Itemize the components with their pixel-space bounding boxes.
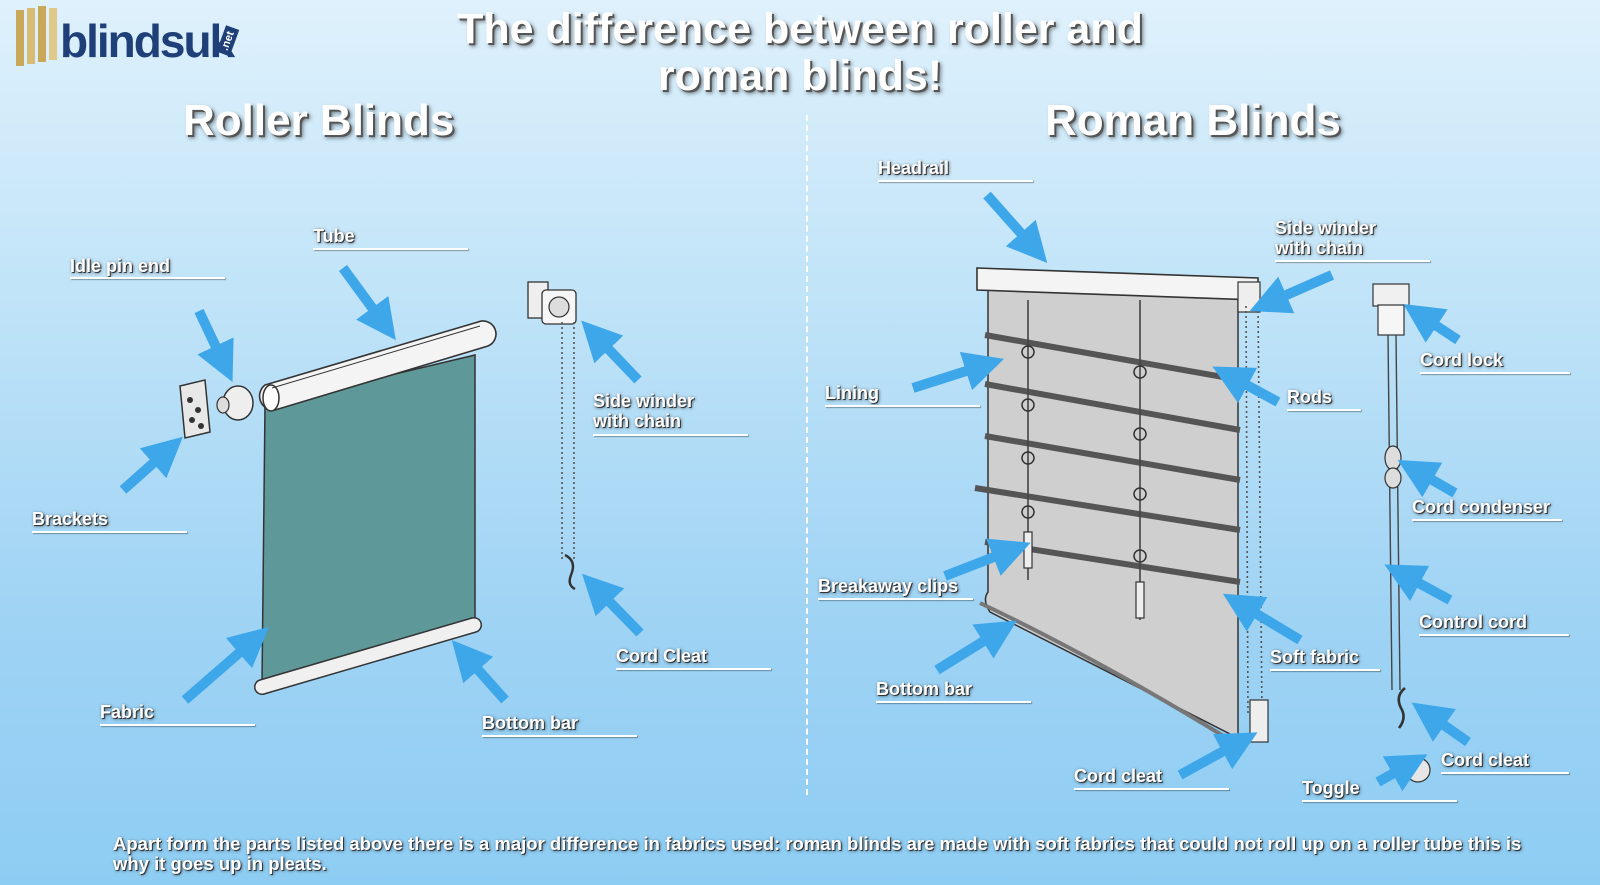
section-divider bbox=[806, 115, 808, 795]
label-lining: Lining bbox=[825, 383, 879, 403]
label-roller-side-winder: Side winder with chain bbox=[593, 391, 695, 431]
label-roller-cord-cleat: Cord Cleat bbox=[616, 646, 708, 666]
roman-fabric bbox=[984, 289, 1239, 740]
label-soft-fabric: Soft fabric bbox=[1270, 647, 1360, 667]
roller-bottom-bar bbox=[254, 616, 482, 696]
roller-arrows bbox=[119, 265, 644, 704]
title-line-1: The difference between roller and bbox=[457, 5, 1143, 53]
label-idle-pin-end: Idle pin end bbox=[70, 256, 171, 276]
label-cord-condenser: Cord condenser bbox=[1412, 497, 1551, 517]
cord-condenser-icon bbox=[1384, 445, 1402, 471]
cord-lock-icon bbox=[1372, 283, 1410, 307]
roman-blind-drawing bbox=[974, 267, 1431, 783]
page-title: The difference between roller and roman … bbox=[380, 6, 1220, 100]
label-cord-lock: Cord lock bbox=[1420, 350, 1504, 370]
roman-heading: Roman Blinds bbox=[1045, 96, 1341, 145]
label-control-cord: Control cord bbox=[1419, 612, 1527, 632]
label-toggle: Toggle bbox=[1302, 778, 1360, 798]
label-control-cord-cleat: Cord cleat bbox=[1441, 750, 1530, 770]
label-fabric: Fabric bbox=[100, 702, 155, 722]
chain bbox=[561, 322, 575, 560]
logo-text: blindsuk bbox=[60, 15, 235, 67]
title-line-2: roman blinds! bbox=[657, 52, 943, 100]
label-roller-bottom-bar: Bottom bar bbox=[482, 713, 578, 733]
footer-note: Apart form the parts listed above there … bbox=[113, 833, 1522, 874]
label-roman-side-winder: Side winder with chain bbox=[1275, 218, 1377, 258]
roman-arrows bbox=[911, 191, 1471, 792]
toggle-icon bbox=[1405, 757, 1431, 783]
roman-cord-cleat-icon bbox=[1249, 699, 1269, 743]
roller-heading: Roller Blinds bbox=[183, 96, 455, 145]
label-roman-bottom-bar: Bottom bar bbox=[876, 679, 972, 699]
roller-blind-drawing bbox=[179, 281, 577, 696]
label-headrail: Headrail bbox=[878, 158, 950, 178]
label-roman-cord-cleat: Cord cleat bbox=[1074, 766, 1163, 786]
control-cord-cleat-icon bbox=[1397, 686, 1406, 729]
cord-cleat-icon bbox=[564, 553, 576, 591]
bracket-icon bbox=[179, 379, 211, 439]
label-tube: Tube bbox=[313, 226, 355, 246]
label-breakaway-clips: Breakaway clips bbox=[818, 576, 959, 596]
label-rods: Rods bbox=[1287, 387, 1332, 407]
label-brackets: Brackets bbox=[32, 509, 109, 529]
roman-chain bbox=[1245, 305, 1263, 716]
roller-tube bbox=[258, 320, 497, 411]
breakaway-clip-icon bbox=[1023, 531, 1033, 569]
logo-mark-icon bbox=[16, 6, 57, 66]
